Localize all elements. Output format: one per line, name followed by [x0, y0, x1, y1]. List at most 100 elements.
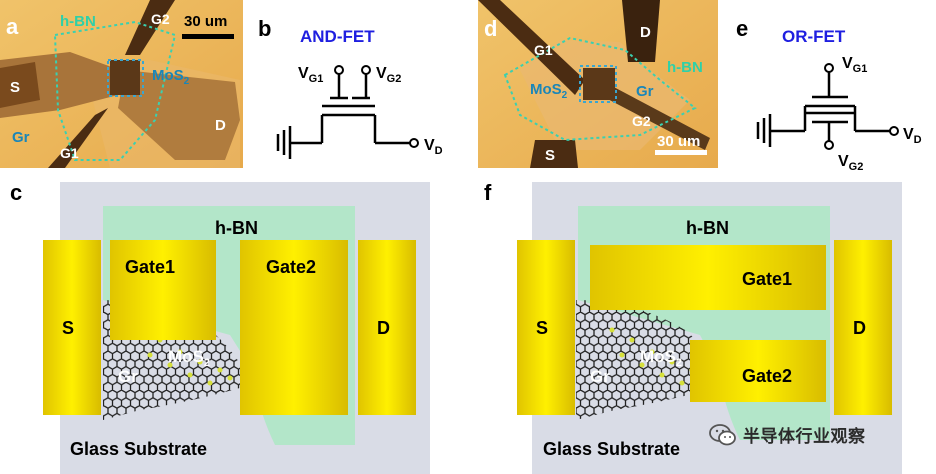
vg2-label-e-sub: G2	[849, 161, 864, 173]
gr-label-f: Gr	[590, 367, 610, 386]
vd-label-b-base: V	[424, 137, 435, 154]
mos2-label-c-sub: 2	[204, 357, 210, 369]
panel-b: b AND-FET VG1 VG2 VD	[258, 16, 443, 159]
mos2-label-a: MoS2	[152, 67, 190, 87]
channel-region-d	[583, 68, 615, 100]
gate2-label-c: Gate2	[266, 257, 316, 277]
panel-label-a: a	[6, 14, 19, 39]
hbn-label-f: h-BN	[686, 218, 729, 238]
source-electrode-f	[517, 240, 575, 415]
source-electrode-c	[43, 240, 101, 415]
vd-label-e-base: V	[903, 126, 914, 143]
mos2-label-c-base: MoS	[168, 347, 204, 366]
vg1-terminal-b	[334, 65, 344, 75]
s-label-f: S	[536, 318, 548, 338]
wechat-icon	[709, 423, 736, 445]
and-fet-title: AND-FET	[300, 27, 375, 46]
hbn-label-a: h-BN	[60, 13, 96, 30]
mos2-label-d-base: MoS	[530, 81, 562, 98]
vg1-label-e-base: V	[842, 55, 853, 72]
vd-label-b-sub: D	[435, 145, 443, 157]
gate2-electrode-f	[690, 340, 826, 402]
gr-label-a: Gr	[12, 129, 30, 146]
d-label-a: D	[215, 117, 226, 134]
vg1-terminal-e	[824, 63, 834, 73]
vg1-label-e-sub: G1	[853, 63, 868, 75]
panel-label-d: d	[484, 16, 497, 41]
panel-c: c h-BN Gate1 Gate2 S D Gr MoS2 Glass Sub…	[10, 180, 430, 474]
mos2-label-a-base: MoS	[152, 67, 184, 84]
mos2-label-f-base: MoS	[640, 347, 676, 366]
g1-label-a: G1	[60, 145, 79, 161]
s-label-c: S	[62, 318, 74, 338]
gate1-label-c: Gate1	[125, 257, 175, 277]
vg2-label-e: VG2	[838, 153, 863, 173]
hbn-outline-d	[503, 36, 697, 142]
gate1-electrode-f	[590, 245, 826, 310]
d-label-d: D	[640, 24, 651, 41]
or-fet-title: OR-FET	[782, 27, 846, 46]
vd-label-b: VD	[424, 137, 443, 157]
mos2-label-a-sub: 2	[184, 76, 190, 87]
vd-terminal-b	[409, 138, 419, 148]
channel-region	[110, 60, 140, 95]
s-label-d: S	[545, 147, 555, 164]
panel-label-f: f	[484, 180, 492, 205]
mos2-label-f: MoS2	[640, 347, 682, 369]
vg1-label-b-base: V	[298, 65, 309, 82]
d-label-f: D	[853, 318, 866, 338]
panel-d: 30 um d D G1 h-BN MoS2 Gr G2 S	[478, 0, 718, 168]
vd-terminal-e	[889, 126, 899, 136]
drain-electrode-c	[358, 240, 416, 415]
panel-label-c: c	[10, 180, 22, 205]
scalebar-label-d: 30 um	[657, 133, 700, 150]
drain-electrode-d	[622, 0, 660, 62]
gate2-label-f: Gate2	[742, 366, 792, 386]
gate1-strip	[48, 108, 108, 168]
source-electrode	[0, 62, 40, 108]
g1-label-d: G1	[534, 42, 553, 58]
substrate-label-c: Glass Substrate	[70, 439, 207, 459]
mos2-label-f-sub: 2	[676, 357, 682, 369]
scalebar-label-a: 30 um	[184, 13, 227, 30]
mos2-label-c: MoS2	[168, 347, 210, 369]
s-label-a: S	[10, 79, 20, 96]
mos2-label-d: MoS2	[530, 81, 568, 101]
vg1-label-e: VG1	[842, 55, 867, 75]
vg2-label-b-sub: G2	[387, 73, 402, 85]
gate2-electrode-c	[240, 240, 348, 415]
hbn-label-d: h-BN	[667, 59, 703, 76]
scalebar-a	[182, 34, 234, 39]
gate1-strip-d	[478, 0, 585, 95]
source-electrode-d	[530, 140, 578, 168]
gr-label-d: Gr	[636, 83, 654, 100]
gate1-label-f: Gate1	[742, 269, 792, 289]
hbn-label-c: h-BN	[215, 218, 258, 238]
vg1-label-b-sub: G1	[309, 73, 324, 85]
drain-electrode-f	[834, 240, 892, 415]
vd-label-e: VD	[903, 126, 922, 146]
watermark-text: 半导体行业观察	[743, 427, 866, 447]
and-fet-circuit	[276, 74, 410, 159]
vg2-label-e-base: V	[838, 153, 849, 170]
g2-label-d: G2	[632, 113, 651, 129]
scalebar-d	[655, 150, 707, 155]
panel-label-e: e	[736, 16, 748, 41]
vg2-label-b: VG2	[376, 65, 401, 85]
watermark: 半导体行业观察	[709, 422, 866, 447]
gate1-electrode-c	[110, 240, 216, 340]
panel-label-b: b	[258, 16, 271, 41]
vd-label-e-sub: D	[914, 134, 922, 146]
vg1-label-b: VG1	[298, 65, 323, 85]
mos2-label-d-sub: 2	[562, 90, 568, 101]
vg2-terminal-b	[361, 65, 371, 75]
vg2-label-b-base: V	[376, 65, 387, 82]
vg2-terminal-e	[824, 140, 834, 150]
mos2-outline-d	[579, 65, 617, 103]
drain-flake	[118, 70, 240, 160]
panel-e: e OR-FET VG1 VG2 VD	[736, 16, 922, 173]
gate2-strip-d	[600, 85, 710, 150]
d-label-c: D	[377, 318, 390, 338]
panel-a: 30 um h-BN G2 S MoS2 Gr D G1 a	[0, 0, 243, 168]
